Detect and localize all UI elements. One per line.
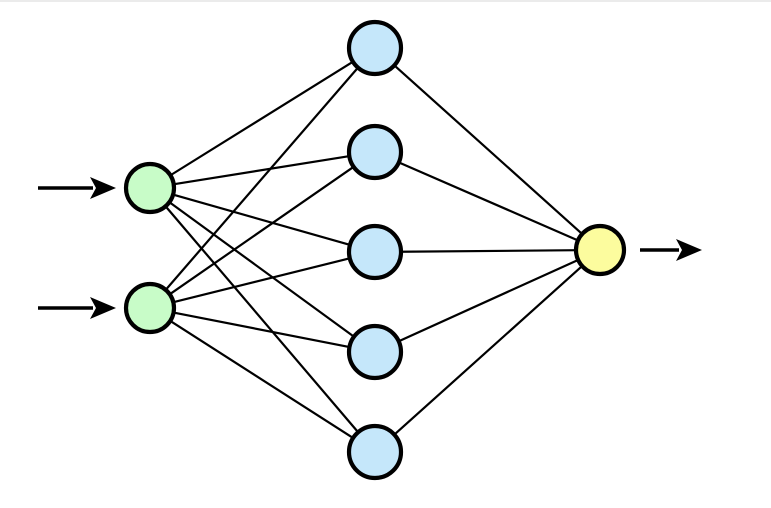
edge-i1-h4: [166, 199, 357, 339]
nodes-group: [123, 19, 627, 481]
in-arrow-1-head: [90, 177, 116, 199]
edge-i1-h2: [170, 154, 353, 186]
edge-i2-h3: [170, 256, 353, 304]
node-o1-output[interactable]: [573, 223, 627, 277]
node-i1-input[interactable]: [123, 161, 177, 215]
edge-i2-h1: [163, 65, 361, 293]
edge-h4-o1: [395, 257, 582, 344]
edges-group: [163, 59, 585, 441]
in-arrow-2-head: [90, 297, 116, 319]
edge-i2-h5: [167, 318, 356, 441]
node-h4-hidden[interactable]: [346, 323, 404, 381]
edge-h5-o1: [391, 263, 585, 438]
node-i2-input[interactable]: [123, 281, 177, 335]
edge-i2-h2: [166, 164, 357, 297]
node-h3-hidden[interactable]: [346, 223, 404, 281]
edge-h2-o1: [395, 160, 581, 243]
edge-i2-h4: [170, 311, 353, 349]
node-h5-hidden[interactable]: [346, 423, 404, 481]
edge-i1-h5: [163, 203, 361, 435]
node-h2-hidden[interactable]: [346, 123, 404, 181]
edge-h3-o1: [397, 249, 580, 253]
node-h1-hidden[interactable]: [346, 19, 404, 77]
edge-h1-o1: [391, 62, 585, 237]
edge-i1-h1: [167, 59, 356, 178]
io-arrows-group: [38, 177, 702, 319]
out-arrow-1-head: [676, 239, 702, 261]
edge-i1-h3: [170, 192, 354, 247]
